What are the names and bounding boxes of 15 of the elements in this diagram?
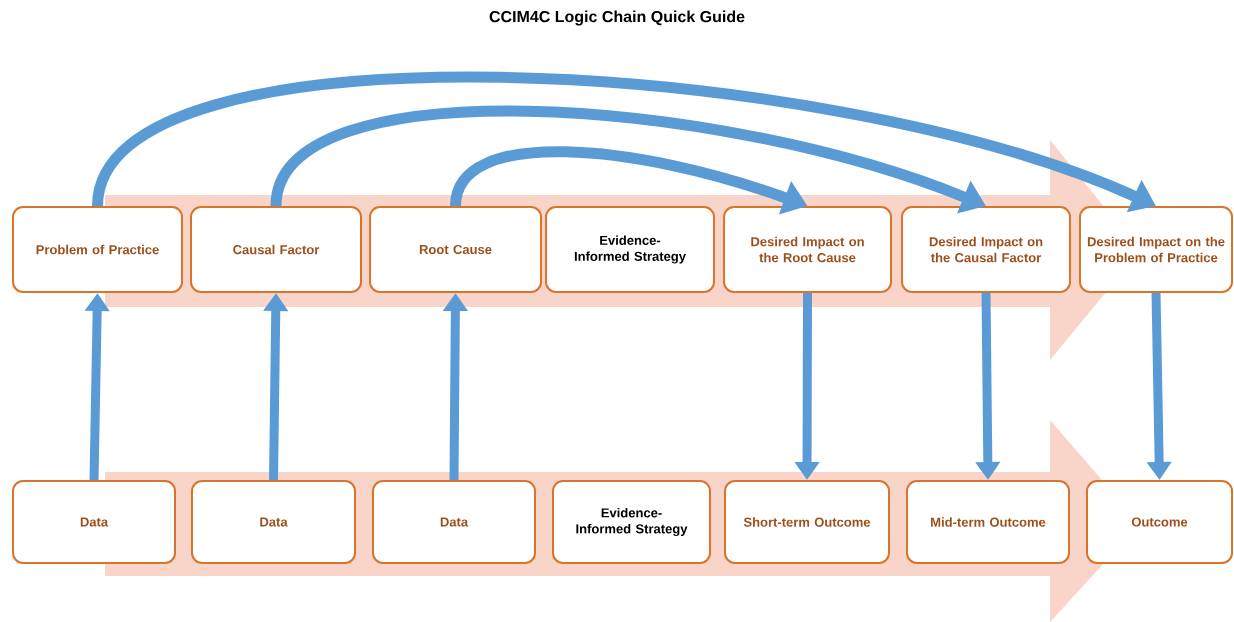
process-box: Mid-term Outcome bbox=[906, 480, 1070, 564]
process-box: Data bbox=[372, 480, 536, 564]
process-box: Short-term Outcome bbox=[724, 480, 890, 564]
process-box: Desired Impact on the Root Cause bbox=[723, 206, 892, 293]
title: CCIM4C Logic Chain Quick Guide bbox=[489, 10, 745, 26]
process-box: Outcome bbox=[1086, 480, 1233, 564]
process-box: Data bbox=[191, 480, 356, 564]
process-box: Root Cause bbox=[369, 206, 542, 293]
process-box: Desired Impact on the Causal Factor bbox=[901, 206, 1071, 293]
process-box: Desired Impact on the Problem of Practice bbox=[1079, 206, 1233, 293]
process-box: Evidence-Informed Strategy bbox=[545, 206, 715, 293]
process-box: Problem of Practice bbox=[12, 206, 183, 293]
process-box: Data bbox=[12, 480, 176, 564]
process-box: Causal Factor bbox=[190, 206, 362, 293]
process-box: Evidence- Informed Strategy bbox=[552, 480, 711, 564]
